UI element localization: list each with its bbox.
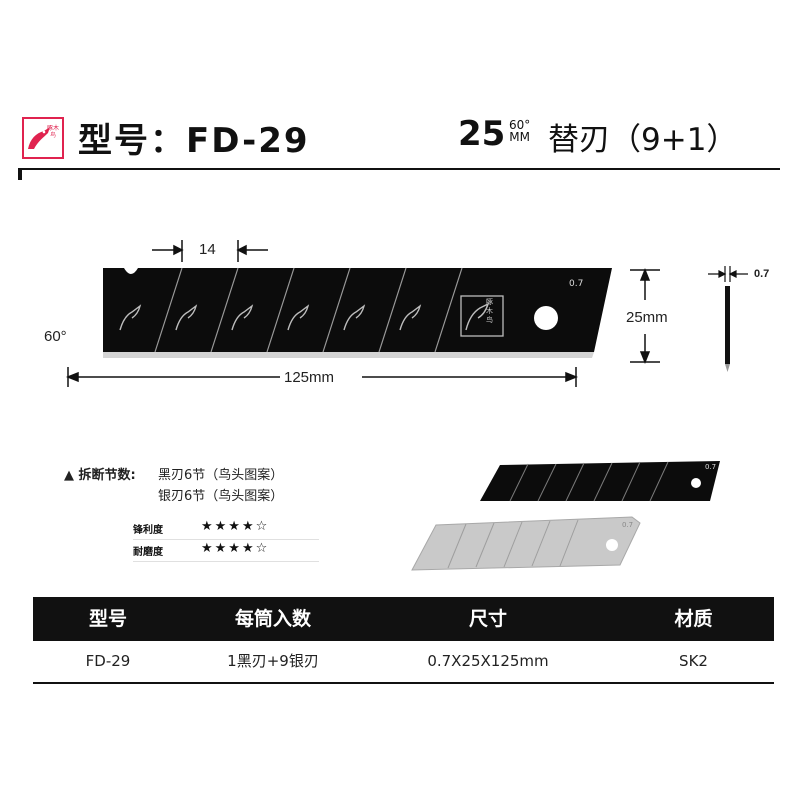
breakoff-line-2: 银刃6节（鸟头图案） <box>158 489 284 504</box>
table-row: FD-29 1黑刃+9银刃 0.7X25X125mm SK2 <box>33 641 774 684</box>
star-rating: ★★★★☆ <box>201 541 270 556</box>
segment-width-label: 14 <box>199 241 216 258</box>
column-header-model: 型号 <box>88 608 127 630</box>
rating-label: 锋利度 <box>133 525 163 536</box>
star-rating: ★★★★☆ <box>201 519 270 534</box>
blade-angle-text: 60° <box>509 118 531 132</box>
blade-unit-text: MM <box>509 130 530 144</box>
blade-size-angle-unit: 60° MM <box>509 119 530 143</box>
bird-head-marks <box>119 304 422 331</box>
blade-photo <box>411 461 720 571</box>
cell-size: 0.7X25X125mm <box>427 652 549 670</box>
durability-rating: 耐磨度 ★★★★☆ <box>133 540 319 562</box>
breakoff-label-row: ▲ 拆断节数: <box>64 464 136 483</box>
length-dimension <box>65 367 579 387</box>
blade-thickness-mark: 0.7 <box>569 279 584 289</box>
woodpecker-icon <box>28 127 50 149</box>
logo-text: 啄木鸟 <box>46 125 59 139</box>
silver-blade-photo <box>411 516 641 571</box>
breakoff-line-1: 黑刃6节（鸟头图案） <box>158 468 284 483</box>
thickness-dimension <box>708 266 748 282</box>
column-header-material: 材质 <box>674 608 713 630</box>
blade-length-label: 125mm <box>284 369 335 386</box>
header-divider <box>18 168 780 170</box>
refill-description: 替刃（9+1） <box>548 122 738 158</box>
column-header-size: 尺寸 <box>468 608 507 630</box>
blade-thickness-label: 0.7 <box>754 268 770 280</box>
blade-diagram <box>65 240 748 387</box>
black-blade-photo <box>480 461 720 502</box>
spec-table-header: 型号 每筒入数 尺寸 材质 <box>33 597 774 641</box>
blade-side-view <box>725 286 730 364</box>
score-lines <box>154 267 463 353</box>
blade-logo-text: 啄木鸟 <box>486 298 493 324</box>
sharpness-rating: 锋利度 ★★★★☆ <box>133 518 319 540</box>
cell-material: SK2 <box>679 652 708 670</box>
model-title: 型号：FD-29 <box>78 121 310 161</box>
blade-size-number: 25 <box>458 114 506 154</box>
header-divider-tick <box>18 168 22 180</box>
breakoff-label: 拆断节数: <box>78 468 136 483</box>
blade-logo-box <box>460 295 504 337</box>
blade-angle-label: 60° <box>44 328 67 345</box>
segment-width-dimension <box>152 240 268 262</box>
brand-logo: 啄木鸟 <box>22 117 64 159</box>
blade-hole <box>534 306 558 330</box>
rating-label: 耐磨度 <box>133 547 163 558</box>
height-dimension <box>630 267 660 365</box>
blade-edge <box>103 352 594 358</box>
column-header-quantity: 每筒入数 <box>234 608 311 630</box>
silver-blade-mark: 0.7 <box>622 521 634 529</box>
cell-quantity: 1黑刃+9银刃 <box>227 652 319 670</box>
cell-model: FD-29 <box>85 652 131 670</box>
blade-height-label: 25mm <box>626 309 668 326</box>
triangle-icon: ▲ <box>64 468 74 483</box>
black-blade-mark: 0.7 <box>705 463 717 471</box>
